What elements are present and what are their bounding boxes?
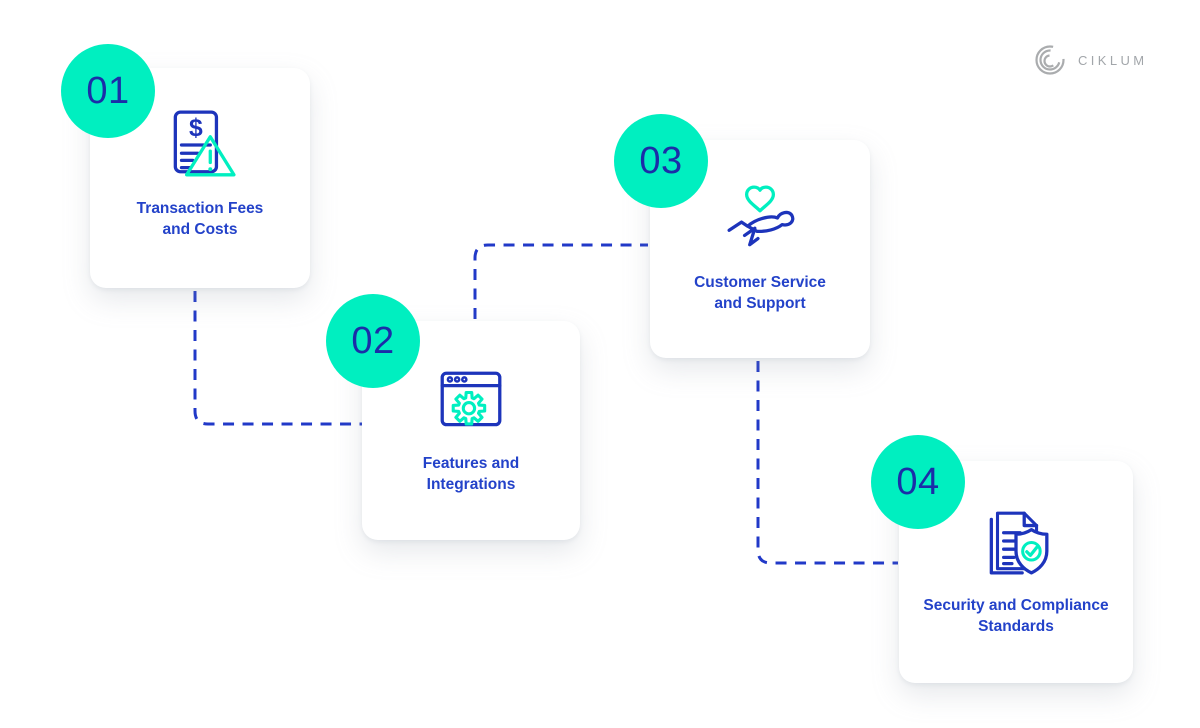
step-number: 01 xyxy=(86,69,130,112)
document-shield-icon xyxy=(989,511,1049,575)
step-number-badge-4: 04 xyxy=(871,435,965,529)
step-number: 04 xyxy=(896,460,940,503)
step-number: 03 xyxy=(639,139,683,182)
svg-text:$: $ xyxy=(189,115,203,142)
ciklum-arcs-icon xyxy=(1035,45,1065,75)
ciklum-logo-text: CIKLUM xyxy=(1078,52,1148,68)
step-number-badge-3: 03 xyxy=(614,114,708,208)
browser-gear-icon xyxy=(440,371,502,427)
ciklum-logo: CIKLUM xyxy=(1032,42,1148,78)
step-number-badge-1: 01 xyxy=(61,44,155,138)
step-title: Security and Compliance Standards xyxy=(923,597,1109,635)
step-number: 02 xyxy=(351,319,395,362)
connector-step3-step4 xyxy=(756,361,898,565)
step-title: Transaction Fees and Costs xyxy=(136,200,264,238)
hand-heart-icon xyxy=(727,185,795,247)
step-title: Customer Service and Support xyxy=(694,274,826,312)
invoice-warning-icon: $ xyxy=(173,110,236,177)
connector-step2-step3 xyxy=(473,243,648,319)
step-title: Features and Integrations xyxy=(422,455,520,493)
connector-step1-step2 xyxy=(193,291,362,426)
step-number-badge-2: 02 xyxy=(326,294,420,388)
